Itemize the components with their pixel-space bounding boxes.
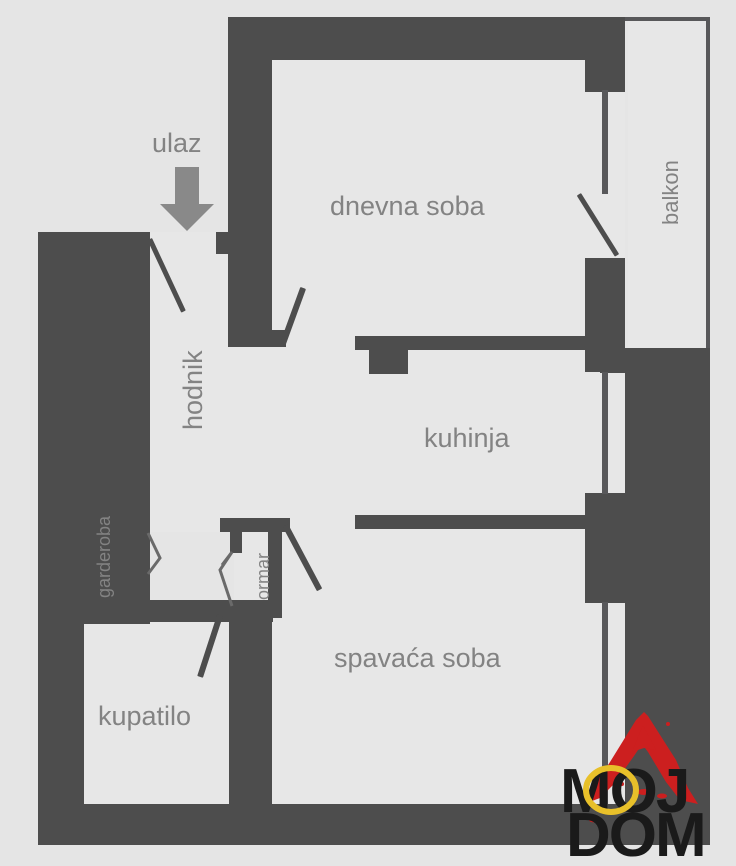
label-spavaca-soba: spavaća soba [334, 643, 501, 673]
line-window-balcony-upper [602, 90, 608, 194]
room-fill-dnevna-soba [272, 60, 625, 339]
wall-left-block [38, 232, 150, 624]
wall-garderoba-notch-upper [130, 487, 150, 533]
logo-accent-o-icon [583, 765, 639, 815]
label-hodnik: hodnik [178, 350, 208, 430]
wall-balkon-top [625, 17, 710, 21]
wall-dnevna-bottom-stub [228, 330, 286, 347]
room-fill-kuhinja [232, 339, 625, 529]
wall-ormar-bottom [218, 607, 273, 622]
wall-kuhinja-pillar [369, 336, 408, 374]
logo-roof-icon [584, 712, 698, 823]
wall-balkon-bottom [600, 348, 710, 373]
wall-pier-lower-right [585, 493, 625, 603]
logo-moj-dom: MOJ DOM [548, 700, 736, 866]
wall-kuhinja-lower [355, 515, 600, 529]
down-arrow-icon [160, 167, 214, 231]
label-garderoba: garderoba [94, 515, 114, 598]
label-dnevna-soba: dnevna soba [330, 191, 485, 221]
logo-text-dom: DOM [566, 801, 707, 866]
label-ulaz: ulaz [152, 128, 202, 158]
wall-garderoba-notch-lower [130, 574, 150, 624]
wall-hodnik-dnevna-vertical [228, 17, 272, 347]
wall-hodnik-notch [216, 232, 230, 254]
label-balkon: balkon [658, 160, 683, 225]
wall-dnevna-balkon-top [585, 17, 625, 92]
wall-kuhinja-upper [355, 336, 600, 350]
wall-ormar-left [230, 525, 242, 553]
wall-balkon-right [706, 17, 710, 373]
wall-kupatilo-top [84, 600, 230, 622]
wall-kupatilo-divider [229, 600, 272, 810]
room-fill-spavaca-soba [272, 529, 625, 804]
label-kupatilo: kupatilo [98, 701, 192, 731]
label-ormar: ormar [253, 552, 273, 600]
wall-ormar-right [268, 518, 282, 618]
line-partition-lower [602, 602, 608, 808]
wall-top-exterior [228, 17, 625, 60]
room-fill-balkon [628, 20, 708, 348]
line-partition-mid [602, 372, 608, 494]
label-kuhinja: kuhinja [424, 423, 510, 453]
